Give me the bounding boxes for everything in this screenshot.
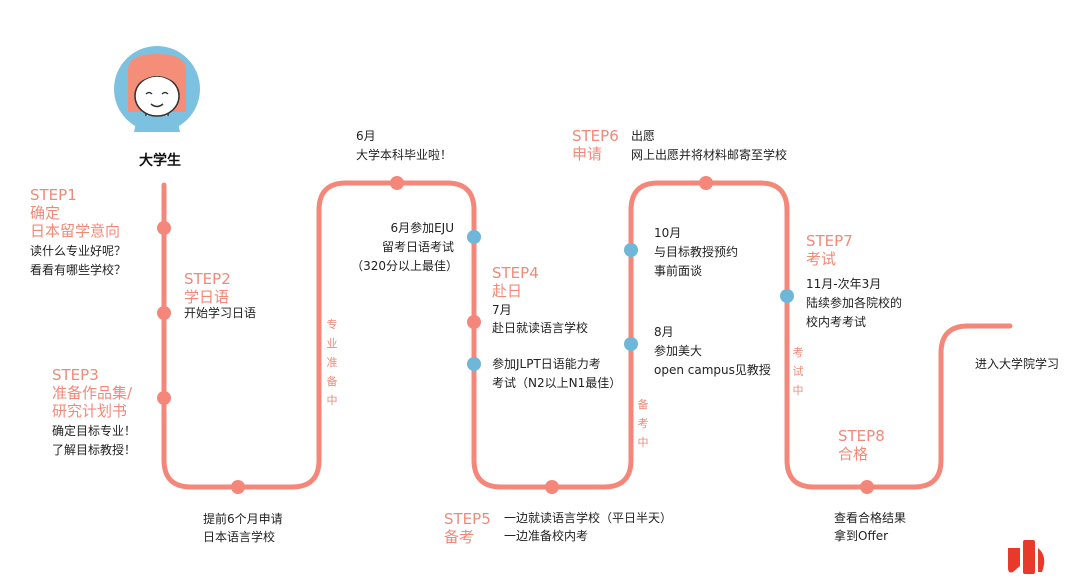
oct-line3: 事前面谈 — [654, 264, 703, 278]
aug-line2: 参加美大 — [654, 344, 703, 358]
oct-line2: 与目标教授预约 — [654, 245, 739, 259]
step3-desc-line2: 了解目标教授！ — [52, 443, 137, 457]
eju-line2: 留考日语考试 — [381, 240, 454, 254]
apply-school-line2: 日本语言学校 — [203, 530, 276, 544]
student-avatar — [114, 46, 200, 132]
step2-title: 学日语 — [184, 288, 230, 306]
step6-desc-line1: 出愿 — [631, 129, 656, 143]
step5-desc-line2: 一边准备校内考 — [504, 529, 589, 543]
side-label-exam: 考试中 — [792, 346, 804, 397]
step1-title-line1: 确定 — [30, 204, 61, 222]
step1-title-line2: 日本留学意向 — [30, 222, 121, 240]
step3-desc-line1: 确定目标专业！ — [52, 424, 137, 438]
brand-logo — [1008, 540, 1045, 574]
step4-title: 赴日 — [492, 282, 523, 300]
step8-title: 合格 — [838, 445, 869, 463]
step7-number: STEP7 — [806, 232, 853, 250]
step1-number: STEP1 — [30, 186, 77, 204]
milestone-dot-step1 — [157, 221, 171, 235]
step6-title: 申请 — [572, 145, 603, 163]
step6-desc-line2: 网上出愿并将材料邮寄至学校 — [631, 148, 788, 162]
exam-dot-step7 — [780, 289, 794, 303]
step5-title: 备考 — [444, 528, 475, 546]
step7-desc-line3: 校内考考试 — [806, 315, 867, 329]
jlpt-line2: 考试（N2以上N1最佳） — [492, 376, 622, 390]
aug-line1: 8月 — [654, 325, 674, 339]
step4-number: STEP4 — [492, 264, 539, 282]
step4-desc-line1: 7月 — [492, 303, 512, 317]
aug-line3: open campus见教授 — [654, 363, 771, 377]
milestone-dot-apply-school — [231, 480, 245, 494]
oct-line1: 10月 — [654, 226, 682, 240]
step7-desc-line2: 陆续参加各院校的 — [806, 296, 903, 310]
eju-line3: （320分以上最佳） — [351, 259, 458, 273]
graduate-line2: 大学本科毕业啦！ — [356, 148, 453, 162]
step1-desc-line1: 读什么专业好呢？ — [30, 244, 127, 258]
exam-dot-oct — [624, 243, 638, 257]
side-label-major-prep: 专业准备中 — [326, 318, 338, 407]
step5-number: STEP5 — [444, 510, 491, 528]
step2-desc: 开始学习日语 — [184, 306, 257, 320]
route-path — [161, 180, 1013, 490]
milestone-dot-step3 — [157, 391, 171, 405]
exam-dot-aug — [624, 337, 638, 351]
step7-title: 考试 — [806, 250, 837, 268]
milestone-dot-step5 — [545, 480, 559, 494]
step8-number: STEP8 — [838, 427, 885, 445]
side-label-exam-prep: 备考中 — [637, 398, 649, 449]
step5-desc-line1: 一边就读语言学校（平日半天） — [504, 511, 673, 525]
milestone-dot-step2 — [157, 306, 171, 320]
milestone-dot-graduate — [390, 176, 404, 190]
exam-dot-jlpt — [467, 357, 481, 371]
step2-number: STEP2 — [184, 270, 231, 288]
graduate-line1: 6月 — [356, 129, 376, 143]
step1-desc-line2: 看看有哪些学校？ — [30, 263, 127, 277]
enter-grad-school: 进入大学院学习 — [975, 357, 1060, 371]
step6-number: STEP6 — [572, 127, 619, 145]
step8-desc-line1: 查看合格结果 — [834, 511, 907, 525]
avatar-label: 大学生 — [139, 153, 181, 169]
apply-school-line1: 提前6个月申请 — [203, 512, 283, 526]
step4-desc-line2: 赴日就读语言学校 — [492, 321, 589, 335]
jlpt-line1: 参加JLPT日语能力考 — [492, 357, 601, 371]
step7-desc-line1: 11月-次年3月 — [806, 277, 882, 291]
step3-number: STEP3 — [52, 366, 99, 384]
step3-title-line2: 研究计划书 — [52, 402, 128, 420]
exam-dot-eju — [467, 230, 481, 244]
milestone-dot-step6 — [699, 176, 713, 190]
milestone-dot-step4 — [467, 315, 481, 329]
eju-line1: 6月参加EJU — [390, 221, 454, 235]
step3-title-line1: 准备作品集/ — [52, 384, 133, 402]
step8-desc-line2: 拿到Offer — [834, 529, 889, 543]
milestone-dot-step8 — [860, 480, 874, 494]
